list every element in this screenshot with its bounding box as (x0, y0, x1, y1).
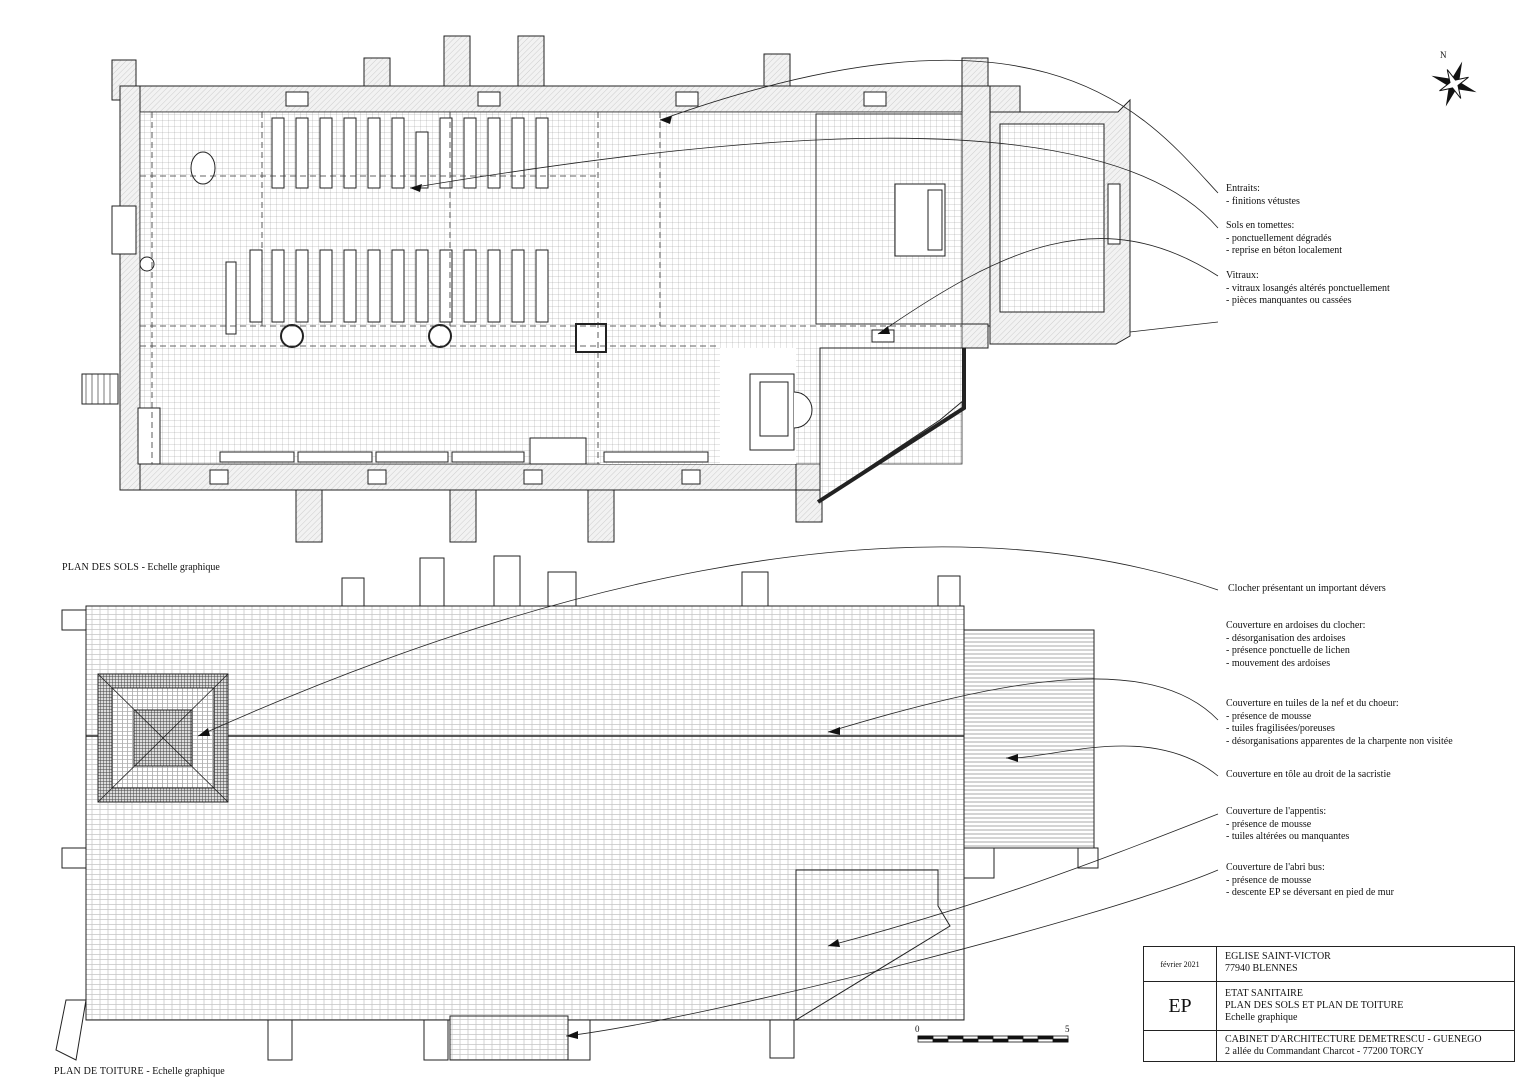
windows (111, 91, 1121, 485)
note-item: - présence ponctuelle de lichen (1226, 645, 1350, 656)
note-sheet-roof: Couverture en tôle au droit de la sacris… (1226, 769, 1391, 782)
buttress (763, 53, 791, 89)
title-block-empty-cell (1144, 1031, 1217, 1061)
note-bus-shelter-roof: Couverture de l'abri bus: - présence de … (1226, 862, 1394, 900)
floor-plan-caption: PLAN DES SOLS - Echelle graphique (62, 562, 220, 573)
roof-plan (55, 555, 1099, 1061)
floor-plan-caption-title: PLAN DES SOLS (62, 562, 140, 573)
buttress (517, 35, 545, 89)
sacristy-roof (963, 629, 1095, 849)
note-item: - présence de mousse (1226, 874, 1312, 886)
note-title: Sols en tomettes: (1226, 220, 1295, 231)
title-block-date: février 2021 (1144, 947, 1217, 981)
note-title: Vitraux: (1226, 270, 1259, 281)
note-item: - reprise en béton localement (1226, 245, 1343, 256)
title-block-mark: EP (1144, 982, 1217, 1030)
note-stained-glass: Vitraux: - vitraux losangés altérés ponc… (1226, 270, 1390, 308)
buttress (961, 57, 989, 89)
note-title: Couverture de l'abri bus: (1226, 862, 1325, 873)
roof-plan-caption: PLAN DE TOITURE - Echelle graphique (54, 1066, 225, 1077)
bell-tower (97, 673, 229, 803)
scale-end-label: 5 (1065, 1024, 1070, 1034)
scale-start-label: 0 (915, 1024, 920, 1034)
note-title: Couverture en tôle au droit de la sacris… (1226, 769, 1391, 780)
project-name: EGLISE SAINT-VICTOR (1225, 951, 1331, 962)
title-block-project-row: février 2021 EGLISE SAINT-VICTOR 77940 B… (1144, 947, 1514, 982)
note-title: Couverture en tuiles de la nef et du cho… (1226, 698, 1399, 709)
note-item: - descente EP se déversant en pied de mu… (1226, 887, 1394, 898)
note-item: - désorganisations apparentes de la char… (1226, 735, 1453, 747)
note-item: - ponctuellement dégradés (1226, 232, 1332, 244)
note-title: Couverture de l'appentis: (1226, 806, 1327, 817)
note-item: - finitions vétustes (1226, 195, 1300, 207)
note-item: - tuiles fragilisées/poreuses (1226, 723, 1335, 734)
roof-plan-caption-scale: - Echelle graphique (143, 1066, 225, 1077)
note-item: - tuiles altérées ou manquantes (1226, 831, 1350, 842)
note-item: - pièces manquantes ou cassées (1226, 295, 1352, 306)
note-item: - désorganisation des ardoises (1226, 632, 1346, 644)
office-name: CABINET D'ARCHITECTURE DEMETRESCU - GUEN… (1225, 1034, 1482, 1045)
pews (219, 117, 709, 465)
title-block-phase-row: EP ETAT SANITAIRE PLAN DES SOLS ET PLAN … (1144, 982, 1514, 1031)
scale-bar (917, 1035, 1069, 1043)
tie-beams (140, 112, 962, 464)
note-title: Entraits: (1226, 183, 1260, 194)
note-slate-roof: Couverture en ardoises du clocher: - dés… (1226, 620, 1365, 670)
note-title: Couverture en ardoises du clocher: (1226, 620, 1366, 631)
note-item: - présence de mousse (1226, 818, 1312, 830)
lean-to-roof (795, 869, 951, 1021)
buttress (443, 35, 471, 89)
north-label: N (1440, 50, 1447, 60)
roof-plan-caption-title: PLAN DE TOITURE (54, 1066, 144, 1077)
drawing-scale: Echelle graphique (1225, 1012, 1298, 1023)
note-item: - présence de mousse (1226, 710, 1312, 722)
title-block-office-row: CABINET D'ARCHITECTURE DEMETRESCU - GUEN… (1144, 1031, 1514, 1061)
north-arrow (1431, 61, 1477, 107)
columns (280, 323, 607, 353)
note-item: - vitraux losangés altérés ponctuellemen… (1226, 282, 1390, 294)
note-tie-beams: Entraits: - finitions vétustes (1226, 183, 1300, 208)
note-bell-tower: Clocher présentant un important dévers (1228, 583, 1386, 596)
office-address: 2 allée du Commandant Charcot - 77200 TO… (1225, 1046, 1424, 1057)
title-block: février 2021 EGLISE SAINT-VICTOR 77940 B… (1143, 946, 1515, 1062)
note-floor-tiles: Sols en tomettes: - ponctuellement dégra… (1226, 220, 1342, 258)
drawing-title: PLAN DES SOLS ET PLAN DE TOITURE (1225, 1000, 1404, 1011)
note-title: Clocher présentant un important dévers (1228, 583, 1386, 594)
note-tile-roof: Couverture en tuiles de la nef et du cho… (1226, 698, 1453, 748)
floor-plan-caption-scale: - Echelle graphique (139, 562, 220, 573)
floor-plan (81, 35, 1131, 543)
lean-to (819, 347, 965, 501)
leader-lines (197, 59, 1219, 1037)
note-lean-to-roof: Couverture de l'appentis: - présence de … (1226, 806, 1349, 844)
buttress (363, 57, 391, 89)
note-item: - mouvement des ardoises (1226, 657, 1331, 669)
project-location: 77940 BLENNES (1225, 963, 1298, 974)
nave-roof-north (85, 605, 965, 737)
phase-title: ETAT SANITAIRE (1225, 988, 1303, 999)
